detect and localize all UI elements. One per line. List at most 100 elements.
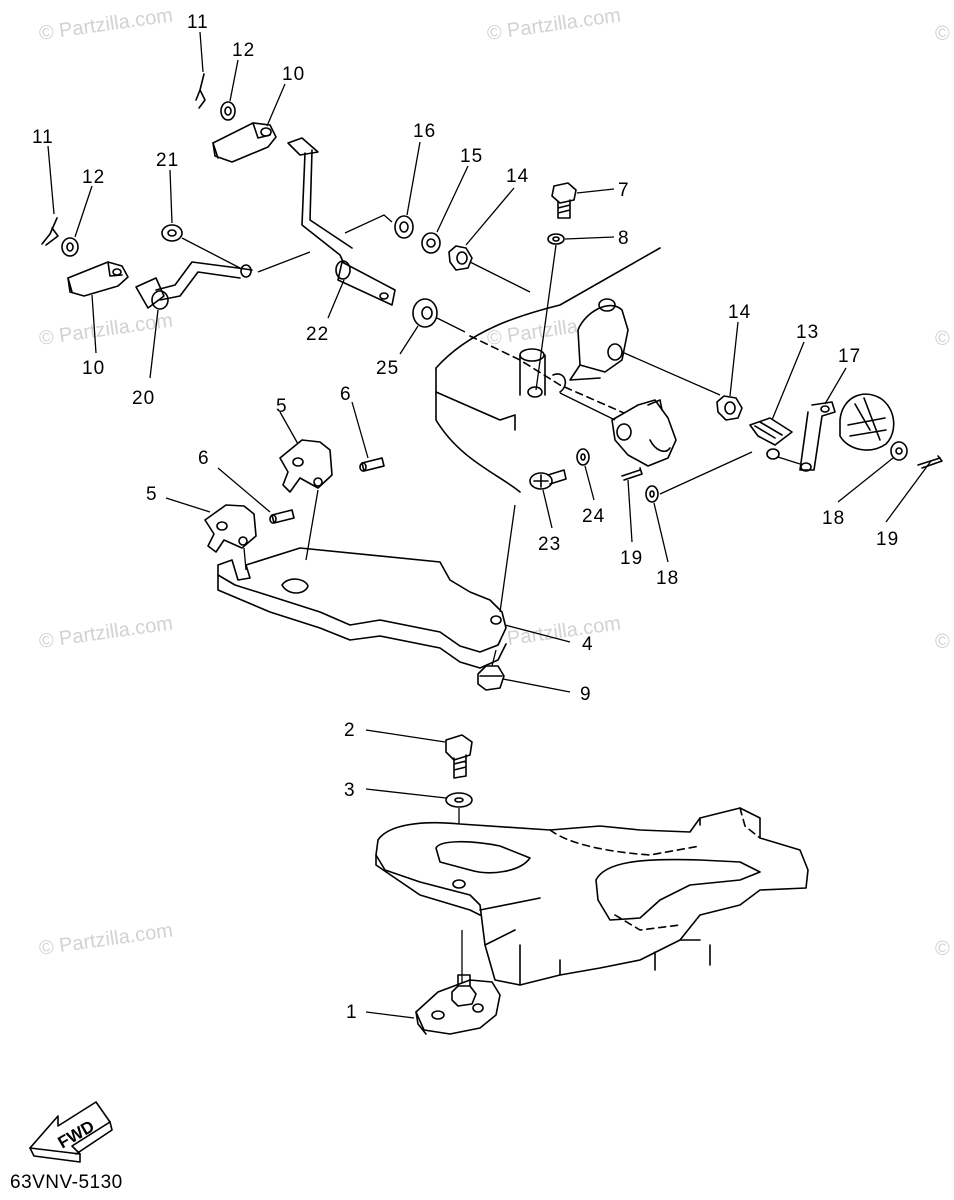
cam-part	[598, 298, 616, 312]
watermark: © Partzilla.com	[38, 612, 175, 653]
lock-washer-part	[421, 232, 441, 254]
assembly-line	[621, 351, 721, 396]
leader-line	[74, 185, 93, 238]
callout-labels: 11 12 10 11 12 21 10 20 22 16 15 14 25 7…	[32, 12, 898, 1023]
leader-line	[564, 236, 615, 240]
bracket-plate-part	[217, 547, 507, 653]
callout-12: 12	[232, 40, 255, 61]
assembly-line	[344, 214, 393, 234]
mount-assembly	[375, 734, 809, 1035]
washer-part	[220, 101, 236, 121]
nut-part	[451, 985, 477, 1007]
plate-hole	[431, 1010, 445, 1020]
callout-24: 24	[582, 506, 605, 527]
diagram-code: 63VNV-5130	[10, 1172, 123, 1193]
lever-part	[799, 401, 836, 471]
clevis-part	[212, 122, 277, 163]
callout-20: 20	[132, 388, 155, 409]
screw-head-slot	[533, 474, 549, 488]
assembly-line	[243, 547, 247, 571]
nut-hole	[456, 251, 468, 265]
watermark-edge: ©	[935, 938, 950, 960]
nut-part	[477, 665, 505, 691]
lower-hardware	[529, 448, 659, 503]
leader-line	[351, 401, 369, 459]
housing-outline	[435, 391, 516, 431]
callout-12: 12	[82, 167, 105, 188]
link-rod-part	[754, 421, 783, 439]
leader-line	[365, 1011, 415, 1019]
callout-8: 8	[618, 228, 630, 249]
nut-hole	[724, 401, 736, 415]
assembly-line	[777, 456, 801, 465]
callout-7: 7	[618, 180, 630, 201]
housing-outline	[435, 367, 521, 493]
upper-hardware	[394, 182, 577, 391]
assembly-line	[535, 244, 557, 391]
washer-part	[576, 448, 590, 466]
clip-hole	[238, 536, 248, 546]
watermark-edge: ©	[935, 328, 950, 350]
callout-11: 11	[32, 127, 54, 148]
housing-boss	[519, 354, 546, 396]
assembly-line	[181, 237, 241, 269]
shift-shaft-end	[335, 260, 351, 280]
clip-part	[279, 439, 333, 493]
housing-post	[552, 373, 567, 393]
leader-line	[279, 411, 299, 445]
washer-part	[454, 797, 464, 803]
lever-part	[155, 261, 253, 301]
cam-hub	[616, 423, 632, 441]
leader-line	[266, 83, 286, 127]
callout-18: 18	[656, 568, 679, 589]
cotter-pin-part	[917, 455, 943, 469]
watermark: © Partzilla.com	[486, 612, 623, 653]
watermarks: © Partzilla.com © Partzilla.com © Partzi…	[38, 4, 950, 960]
clip-hole	[216, 521, 228, 531]
callout-15: 15	[460, 146, 483, 167]
leader-line	[837, 457, 894, 503]
housing-boss-hole	[527, 386, 543, 398]
assembly-line	[257, 251, 311, 273]
leader-line	[436, 165, 469, 233]
bottom-mount-part	[375, 807, 809, 986]
leader-line	[824, 367, 847, 405]
callout-2: 2	[344, 720, 356, 741]
cam-part	[577, 304, 629, 373]
leader-line	[165, 497, 211, 513]
callout-25: 25	[376, 358, 399, 379]
washer-part	[890, 441, 908, 461]
housing-hidden-line	[469, 335, 641, 421]
bottom-mount-hidden	[614, 914, 681, 931]
pin-end	[359, 462, 367, 472]
bracket-hole	[490, 615, 502, 625]
bottom-mount-slot	[595, 858, 761, 921]
fwd-arrow-icon: FWD	[29, 1101, 113, 1163]
nut-part	[448, 245, 473, 271]
collar-part	[421, 306, 433, 320]
bolt-shank	[453, 754, 467, 779]
callout-5: 5	[146, 484, 158, 505]
pin-part	[271, 509, 295, 524]
callout-14: 14	[728, 302, 751, 323]
leader-line	[729, 321, 739, 397]
callout-10: 10	[82, 358, 105, 379]
lever-hole	[240, 264, 252, 278]
collar-part	[167, 229, 177, 237]
bolt-shank	[557, 199, 571, 219]
washer-part	[580, 453, 586, 461]
callout-5: 5	[276, 396, 288, 417]
leader-line	[576, 188, 615, 194]
callout-13: 13	[796, 322, 819, 343]
bottom-mount-hole	[452, 879, 466, 889]
pin-part	[361, 457, 385, 472]
callout-leaders	[47, 31, 932, 1019]
collar-part	[161, 224, 183, 242]
lever-part	[135, 277, 165, 309]
fwd-arrow-shape	[29, 1121, 113, 1163]
callout-18: 18	[822, 508, 845, 529]
washer-part	[394, 215, 414, 239]
callout-23: 23	[538, 534, 561, 555]
leader-line	[406, 141, 421, 216]
